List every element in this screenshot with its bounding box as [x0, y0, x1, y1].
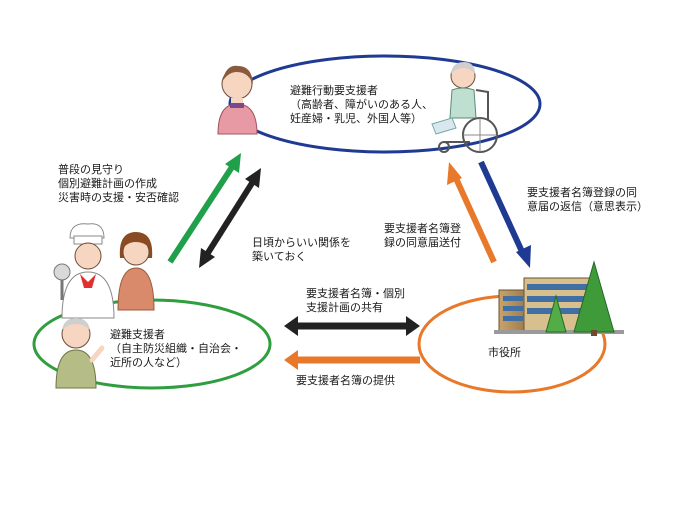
watch-over-label-line-2: 個別避難計画の作成 — [58, 177, 157, 190]
provide-list-arrow — [284, 350, 420, 370]
left-node-label: 避難支援者 （自主防災組織・自治会・ 近所の人など） — [110, 328, 242, 370]
top-node-label: 避難行動要支援者 （高齢者、障がいのある人、 妊産婦・乳児、外国人等） — [290, 84, 433, 126]
chef-icon — [53, 223, 115, 319]
top-node-label-line-2: （高齢者、障がいのある人、 — [290, 98, 433, 111]
share-double-arrow — [284, 316, 420, 336]
relationship-double-arrow — [199, 168, 261, 268]
provide-label-line-1: 要支援者名簿の提供 — [296, 374, 395, 387]
watch-over-label-line-3: 災害時の支援・安否確認 — [58, 191, 179, 204]
share-label-line-1: 要支援者名簿・個別 — [306, 287, 405, 300]
relationship-label: 日頃からいい関係を 築いておく — [252, 236, 351, 264]
provide-label: 要支援者名簿の提供 — [296, 374, 395, 388]
consent-form-send-arrow — [447, 162, 497, 264]
elderly-woman-icon — [217, 65, 258, 135]
watch-over-label-line-1: 普段の見守り — [58, 163, 124, 176]
tree-icon — [545, 260, 615, 336]
consent-reply-arrow — [478, 160, 531, 268]
relationship-label-line-2: 築いておく — [252, 250, 307, 263]
left-node-label-line-3: 近所の人など） — [110, 356, 187, 369]
young-woman-icon — [117, 232, 155, 311]
wheelchair-user-icon — [431, 62, 498, 153]
consent-form-send-label: 要支援者名簿登 録の同意届送付 — [384, 222, 461, 250]
consent-reply-label: 要支援者名簿登録の同 意届の返信（意思表示） — [527, 186, 648, 214]
top-node-label-line-3: 妊産婦・乳児、外国人等） — [290, 112, 422, 125]
right-node-label-line-1: 市役所 — [488, 346, 521, 359]
share-label-line-2: 支援計画の共有 — [306, 301, 383, 314]
share-label: 要支援者名簿・個別 支援計画の共有 — [306, 287, 405, 315]
consent-reply-label-line-2: 意届の返信（意思表示） — [527, 200, 648, 213]
top-node-label-line-1: 避難行動要支援者 — [290, 84, 378, 97]
watch-over-arrow — [167, 153, 241, 264]
left-node-label-line-1: 避難支援者 — [110, 328, 165, 341]
relationship-label-line-1: 日頃からいい関係を — [252, 236, 351, 249]
consent-reply-label-line-1: 要支援者名簿登録の同 — [527, 186, 637, 199]
elderly-man-icon — [55, 318, 105, 389]
right-node-label: 市役所 — [488, 346, 521, 360]
consent-form-send-label-line-1: 要支援者名簿登 — [384, 222, 461, 235]
consent-form-send-label-line-2: 録の同意届送付 — [384, 236, 461, 249]
left-node-label-line-2: （自主防災組織・自治会・ — [110, 342, 242, 355]
watch-over-label: 普段の見守り 個別避難計画の作成 災害時の支援・安否確認 — [58, 163, 179, 205]
